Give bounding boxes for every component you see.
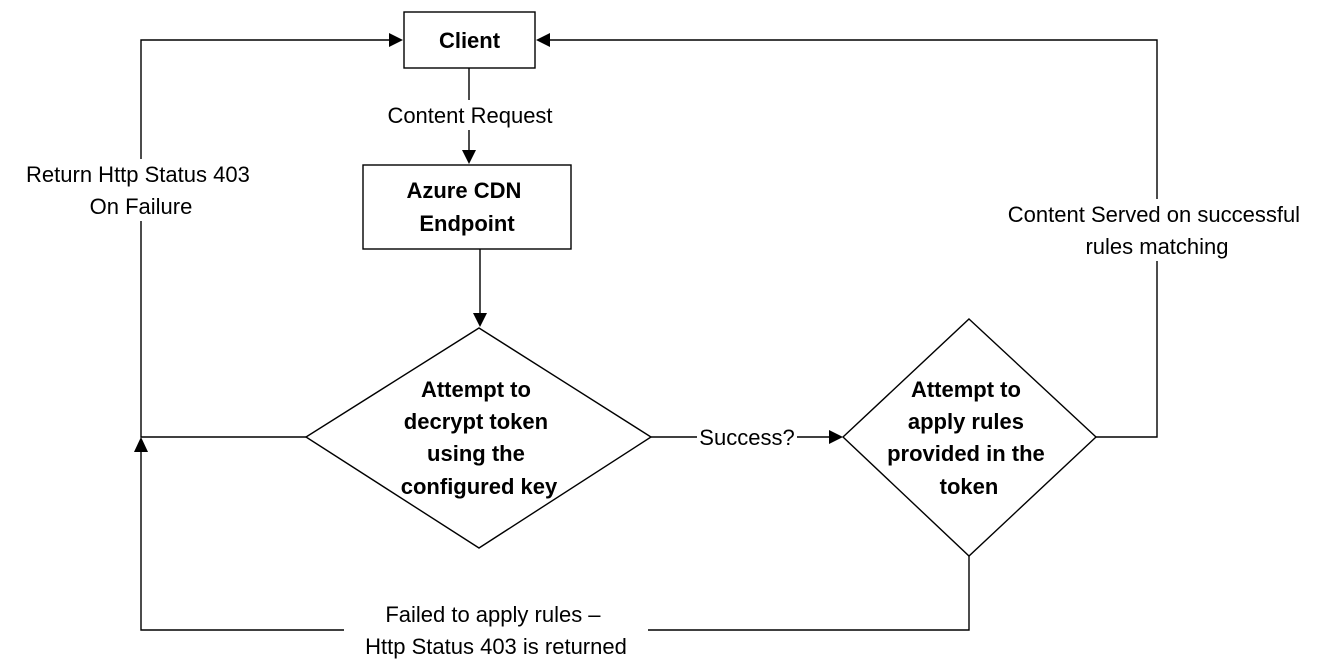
failed-rules-label: Failed to apply rules – Http Status 403 … xyxy=(344,597,648,661)
success-label: Success? xyxy=(697,423,797,451)
arrowhead xyxy=(389,33,403,47)
svg-text:Failed to apply rules –: Failed to apply rules – Http Status 403 … xyxy=(365,602,627,659)
svg-text:Success?: Success? xyxy=(699,425,794,450)
svg-text:Return Http Status 403 O: Return Http Status 403 On Failure xyxy=(26,162,256,219)
decrypt-decision-line: Attempt to xyxy=(421,377,531,402)
rules-decision-line: Attempt to xyxy=(911,377,1021,402)
arrowhead xyxy=(536,33,550,47)
cdn-endpoint-line: Endpoint xyxy=(419,211,515,236)
cdn-endpoint-node: Azure CDN Endpoint xyxy=(362,164,572,250)
rules-decision-line: token xyxy=(940,474,999,499)
content-served-line: Content Served on successful xyxy=(1008,202,1300,227)
edge-decrypt-failure-to-client xyxy=(140,33,403,438)
rules-decision-label: Attempt to apply rules provided in the t… xyxy=(887,377,1051,499)
decrypt-decision-line: decrypt token xyxy=(404,409,548,434)
client-node-line: Client xyxy=(439,28,501,53)
return-403-line: Return Http Status 403 xyxy=(26,162,250,187)
content-served-line: rules matching xyxy=(1085,234,1228,259)
edge-cdn-to-decrypt xyxy=(473,249,487,327)
rules-decision-line: apply rules xyxy=(908,409,1024,434)
return-403-label: Return Http Status 403 On Failure xyxy=(14,159,270,221)
client-node-label: Client xyxy=(439,28,501,53)
rules-decision-line: provided in the xyxy=(887,441,1045,466)
svg-text:Content Request: Content Request xyxy=(387,103,552,128)
decrypt-decision-label: Attempt to decrypt token using the confi… xyxy=(401,377,558,499)
svg-text:Content Served on successful: Content Served on successful rules match… xyxy=(1008,202,1306,259)
arrowhead xyxy=(462,150,476,164)
cdn-endpoint-node-label: Azure CDN Endpoint xyxy=(406,178,527,236)
failed-rules-line: Http Status 403 is returned xyxy=(365,634,627,659)
decrypt-decision-line: configured key xyxy=(401,474,558,499)
arrowhead xyxy=(829,430,843,444)
decrypt-decision-line: using the xyxy=(427,441,525,466)
cdn-endpoint-line: Azure CDN xyxy=(406,178,521,203)
failed-rules-line: Failed to apply rules – xyxy=(385,602,601,627)
return-403-line: On Failure xyxy=(90,194,193,219)
decrypt-decision-node: Attempt to decrypt token using the confi… xyxy=(304,327,653,549)
arrowhead xyxy=(473,313,487,327)
success-line: Success? xyxy=(699,425,794,450)
content-request-label: Content Request xyxy=(374,100,566,130)
content-served-label: Content Served on successful rules match… xyxy=(994,199,1318,261)
arrowhead xyxy=(134,437,148,452)
rules-decision-node: Attempt to apply rules provided in the t… xyxy=(841,318,1098,557)
client-node: Client xyxy=(403,11,536,69)
content-request-line: Content Request xyxy=(387,103,552,128)
